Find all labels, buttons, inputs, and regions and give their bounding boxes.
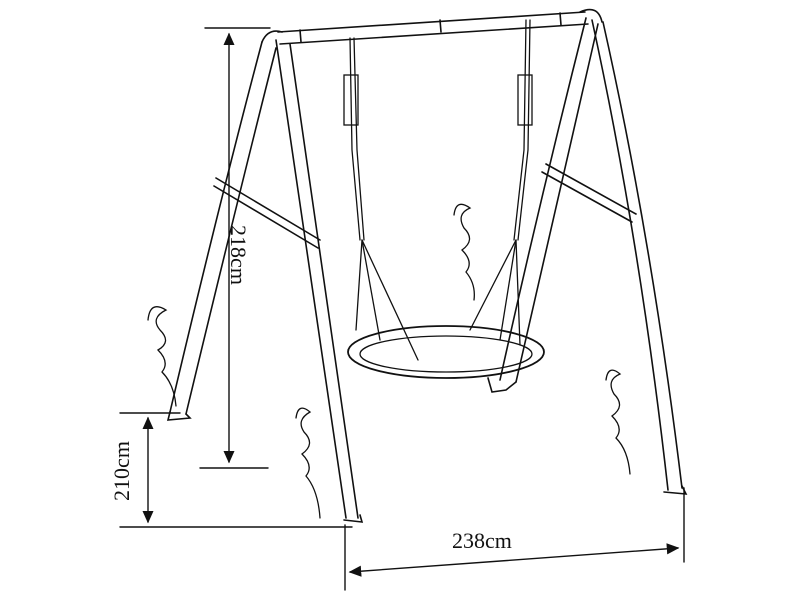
leg-spread-dimension-label: 210cm [108, 441, 134, 501]
ground-stakes [147, 203, 631, 519]
left-legs [166, 39, 364, 523]
height-dimension-label: 218cm [225, 225, 251, 285]
width-dimension-label: 238cm [452, 528, 512, 553]
dimension-lines [119, 27, 685, 591]
nest-swing [343, 19, 545, 379]
top-beam [261, 8, 603, 45]
